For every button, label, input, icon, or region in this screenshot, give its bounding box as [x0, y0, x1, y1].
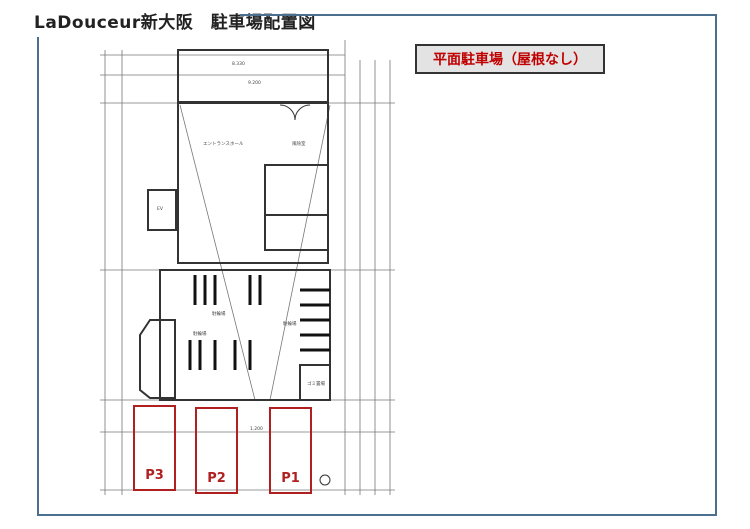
parking-space-label: P2 — [207, 471, 226, 486]
parking-space-label: P3 — [145, 468, 164, 483]
parking-space-p2: P2 — [195, 407, 238, 494]
room-label: 風除室 — [292, 140, 306, 147]
parking-space-p3: P3 — [133, 405, 176, 491]
room-label: EV — [157, 206, 164, 212]
frame-border — [37, 514, 717, 516]
room-label: 駐輪場 — [283, 320, 297, 327]
room-label: エントランスホール — [203, 141, 244, 147]
frame-border — [240, 14, 716, 16]
frame-border — [37, 37, 39, 516]
parking-space-label: P1 — [281, 471, 300, 486]
room-label: ゴミ置場 — [307, 380, 325, 387]
room-label: 駐輪場 — [212, 310, 226, 317]
room-label: 駐輪場 — [193, 330, 207, 337]
dimension-label: 8.330 — [232, 61, 245, 67]
frame-border — [715, 14, 717, 515]
dimension-label: 9.200 — [248, 80, 261, 86]
parking-space-p1: P1 — [269, 407, 312, 494]
page-title: LaDouceur新大阪 駐車場配置図 — [34, 13, 316, 33]
dimension-label: 1.200 — [250, 426, 263, 432]
parking-type-label: 平面駐車場（屋根なし） — [415, 44, 605, 74]
